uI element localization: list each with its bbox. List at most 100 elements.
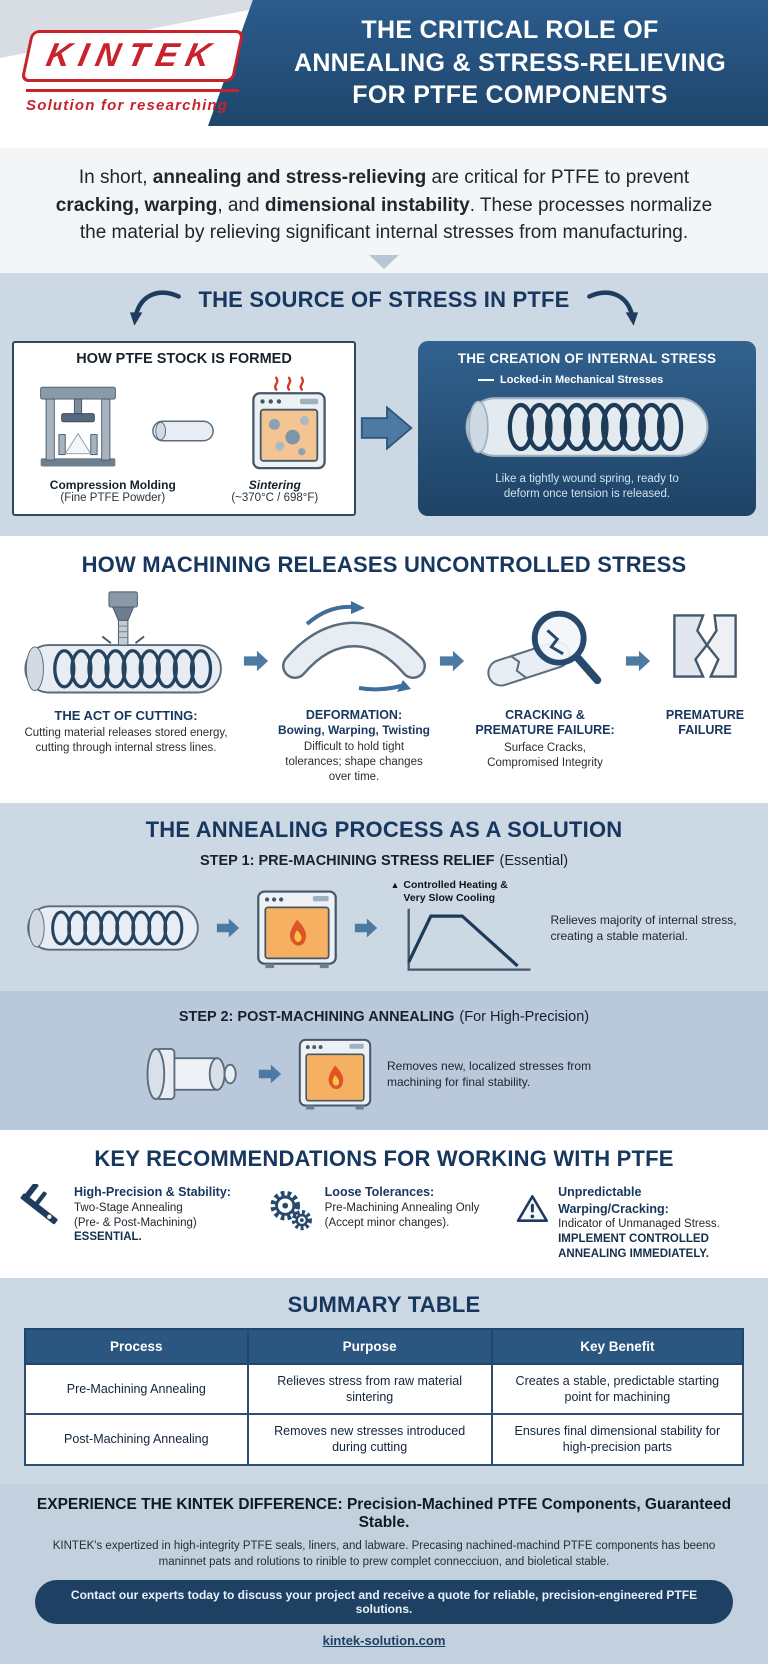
curl-arrow-right-icon	[586, 290, 638, 326]
page-title-line1: THE CRITICAL ROLE OF	[361, 16, 659, 45]
step-heading: THE ACT OF CUTTING:	[54, 707, 198, 723]
internal-stress-title: THE CREATION OF INTERNAL STRESS	[457, 350, 717, 366]
rec-emphasis: ESSENTIAL.	[74, 1231, 142, 1244]
flow-arrow-icon	[625, 650, 651, 671]
annotation-text: Locked-in Mechanical Stresses	[500, 373, 664, 386]
intro-text: In short,	[78, 167, 153, 188]
rec-line: Indicator of Unmanaged Stress.	[558, 1217, 720, 1230]
chart-label-line: Very Slow Cooling	[403, 892, 496, 905]
table-header-row: Process Purpose Key Benefit	[24, 1327, 745, 1365]
spring-caption: Like a tightly wound spring, ready to def…	[430, 472, 744, 503]
label-bold: Sintering	[248, 477, 301, 492]
summary-table: Process Purpose Key Benefit Pre-Machinin…	[24, 1327, 745, 1466]
recommendations-title: KEY RECOMMENDATIONS FOR WORKING WITH PTF…	[94, 1146, 674, 1172]
rec-emphasis: IMPLEMENT CONTROLLED ANNEALING IMMEDIATE…	[558, 1232, 709, 1260]
footer-headline-bold: EXPERIENCE THE KINTEK DIFFERENCE:	[36, 1495, 343, 1513]
caption-line: deform once tension is released.	[503, 488, 671, 501]
internal-stress-card: THE CREATION OF INTERNAL STRESS Locked-i…	[418, 340, 756, 516]
cell-benefit: Ensures final dimensional stability for …	[490, 1413, 745, 1466]
caliper-icon	[20, 1184, 58, 1225]
page-title-line3: FOR PTFE COMPONENTS	[352, 81, 668, 110]
step-heading: PREMATURE FAILURE	[665, 707, 745, 738]
cell-process: Pre-Machining Annealing	[24, 1362, 249, 1416]
flow-arrow-icon	[216, 918, 239, 938]
chart-label: ▲ Controlled Heating &Very Slow Cooling	[391, 879, 508, 905]
intro-paragraph: In short, annealing and stress-relieving…	[40, 164, 728, 247]
header: KINTEK Solution for researching THE CRIT…	[0, 0, 768, 148]
intro-bold-cracking: cracking, warping	[55, 194, 218, 216]
step1-result: Relieves majority of internal stress, cr…	[550, 913, 737, 944]
annotation-line	[478, 378, 494, 381]
locked-stress-annotation: Locked-in Mechanical Stresses	[478, 374, 744, 386]
intro-bold-annealing: annealing and stress-relieving	[152, 167, 427, 188]
big-right-arrow-icon	[360, 405, 413, 451]
warning-triangle-icon	[517, 1195, 549, 1223]
sintering-oven-icon	[252, 376, 326, 469]
rec-line: (Accept minor changes).	[324, 1216, 450, 1229]
step-body: Surface Cracks, Compromised Integrity	[487, 741, 603, 769]
footer-body-line: maninnet pats and rolutions to rinible t…	[158, 1555, 610, 1568]
label-sub: (Fine PTFE Powder)	[60, 491, 166, 504]
recommendations-section: KEY RECOMMENDATIONS FOR WORKING WITH PTF…	[0, 1130, 768, 1278]
sintering-label: Sintering (~370°C / 698°F)	[231, 478, 318, 504]
rec-line: (Pre- & Post-Machining)	[74, 1216, 197, 1229]
ptfe-stock-formed-card: HOW PTFE STOCK IS FORMED	[12, 340, 356, 516]
step2-result: Removes new, localized stresses from mac…	[387, 1058, 592, 1089]
rec-line: Two-Stage Annealing	[74, 1201, 183, 1214]
annealing-section: THE ANNEALING PROCESS AS A SOLUTION STEP…	[0, 803, 768, 1131]
flow-arrow-icon	[354, 918, 377, 938]
summary-table-title: SUMMARY TABLE	[287, 1291, 481, 1317]
step1-heading-normal: (Essential)	[499, 853, 569, 870]
intro-text: are critical for PTFE to prevent	[426, 167, 690, 188]
footer-headline-rest: Precision-Machined PTFE Components, Guar…	[342, 1495, 732, 1531]
chart-label-line: Controlled Heating &	[403, 879, 508, 892]
ptfe-rod-icon	[152, 420, 214, 442]
step1-block: STEP 1: PRE-MACHINING STRESS RELIEF(Esse…	[0, 853, 768, 977]
cell-benefit: Creates a stable, predictable starting p…	[490, 1362, 745, 1416]
intro-bold-dimensional: dimensional instability	[264, 194, 470, 216]
step2-block: STEP 2: POST-MACHINING ANNEALING(For Hig…	[0, 991, 768, 1131]
footer: EXPERIENCE THE KINTEK DIFFERENCE: Precis…	[0, 1483, 768, 1664]
rec-heading: Unpredictable Warping/Cracking:	[558, 1185, 669, 1216]
step-cutting: THE ACT OF CUTTING: Cutting material rel…	[15, 590, 237, 756]
rec-heading: Loose Tolerances:	[324, 1185, 435, 1200]
footer-headline: EXPERIENCE THE KINTEK DIFFERENCE: Precis…	[20, 1496, 748, 1532]
step2-heading: STEP 2: POST-MACHINING ANNEALING(For Hig…	[16, 1009, 752, 1025]
footer-body: KINTEK's expertized in high-integrity PT…	[20, 1538, 748, 1570]
rec-line: Pre-Machining Annealing Only	[324, 1201, 480, 1214]
recommendation-loose-tolerances: Loose Tolerances: Pre-Machining Annealin…	[265, 1184, 504, 1236]
bent-rod-icon	[282, 600, 426, 692]
column-header-process: Process	[24, 1327, 249, 1365]
step2-heading-bold: STEP 2: POST-MACHINING ANNEALING	[178, 1009, 455, 1026]
step-subheading: Bowing, Warping, Twisting	[278, 723, 430, 738]
annealing-oven-icon	[256, 890, 337, 968]
compression-molding-label: Compression Molding (Fine PTFE Powder)	[50, 478, 176, 504]
gears-icon	[270, 1191, 312, 1231]
ptfe-stock-title: HOW PTFE STOCK IS FORMED	[76, 350, 292, 367]
title-banner: THE CRITICAL ROLE OF ANNEALING & STRESS-…	[208, 0, 768, 126]
logo-frame: KINTEK	[20, 30, 245, 82]
step1-heading-bold: STEP 1: PRE-MACHINING STRESS RELIEF	[199, 853, 495, 870]
page-title-line2: ANNEALING & STRESS-RELIEVING	[293, 48, 727, 77]
table-row: Post-Machining Annealing Removes new str…	[24, 1413, 745, 1466]
recommendation-high-precision: High-Precision & Stability: Two-Stage An…	[14, 1184, 253, 1245]
summary-table-section: SUMMARY TABLE Process Purpose Key Benefi…	[0, 1277, 768, 1484]
contact-cta-button[interactable]: Contact our experts today to discuss you…	[34, 1579, 734, 1624]
intro-text: , and	[217, 194, 265, 216]
website-link[interactable]: kintek-solution.com	[322, 1632, 446, 1648]
step-heading: CRACKING & PREMATURE FAILURE:	[475, 707, 615, 738]
machining-section-title: HOW MACHINING RELEASES UNCONTROLLED STRE…	[81, 551, 687, 577]
cell-purpose: Removes new stresses introduced during c…	[246, 1413, 493, 1466]
step-body: Cutting material releases stored energy,…	[24, 726, 228, 754]
label-sub: (~370°C / 698°F)	[231, 491, 319, 504]
source-of-stress-section: THE SOURCE OF STRESS IN PTFE HOW PTFE ST…	[0, 272, 768, 536]
label-bold: Compression Molding	[49, 477, 176, 492]
column-header-benefit: Key Benefit	[490, 1327, 745, 1365]
machined-part-icon	[146, 1047, 237, 1100]
step-failure: PREMATURE FAILURE	[657, 590, 753, 739]
annealing-section-title: THE ANNEALING PROCESS AS A SOLUTION	[145, 817, 623, 843]
drill-cutting-icon	[24, 591, 222, 694]
stress-rod-icon	[26, 905, 199, 951]
caption-line: Like a tightly wound spring, ready to	[495, 472, 679, 485]
section-divider-triangle	[369, 254, 399, 269]
